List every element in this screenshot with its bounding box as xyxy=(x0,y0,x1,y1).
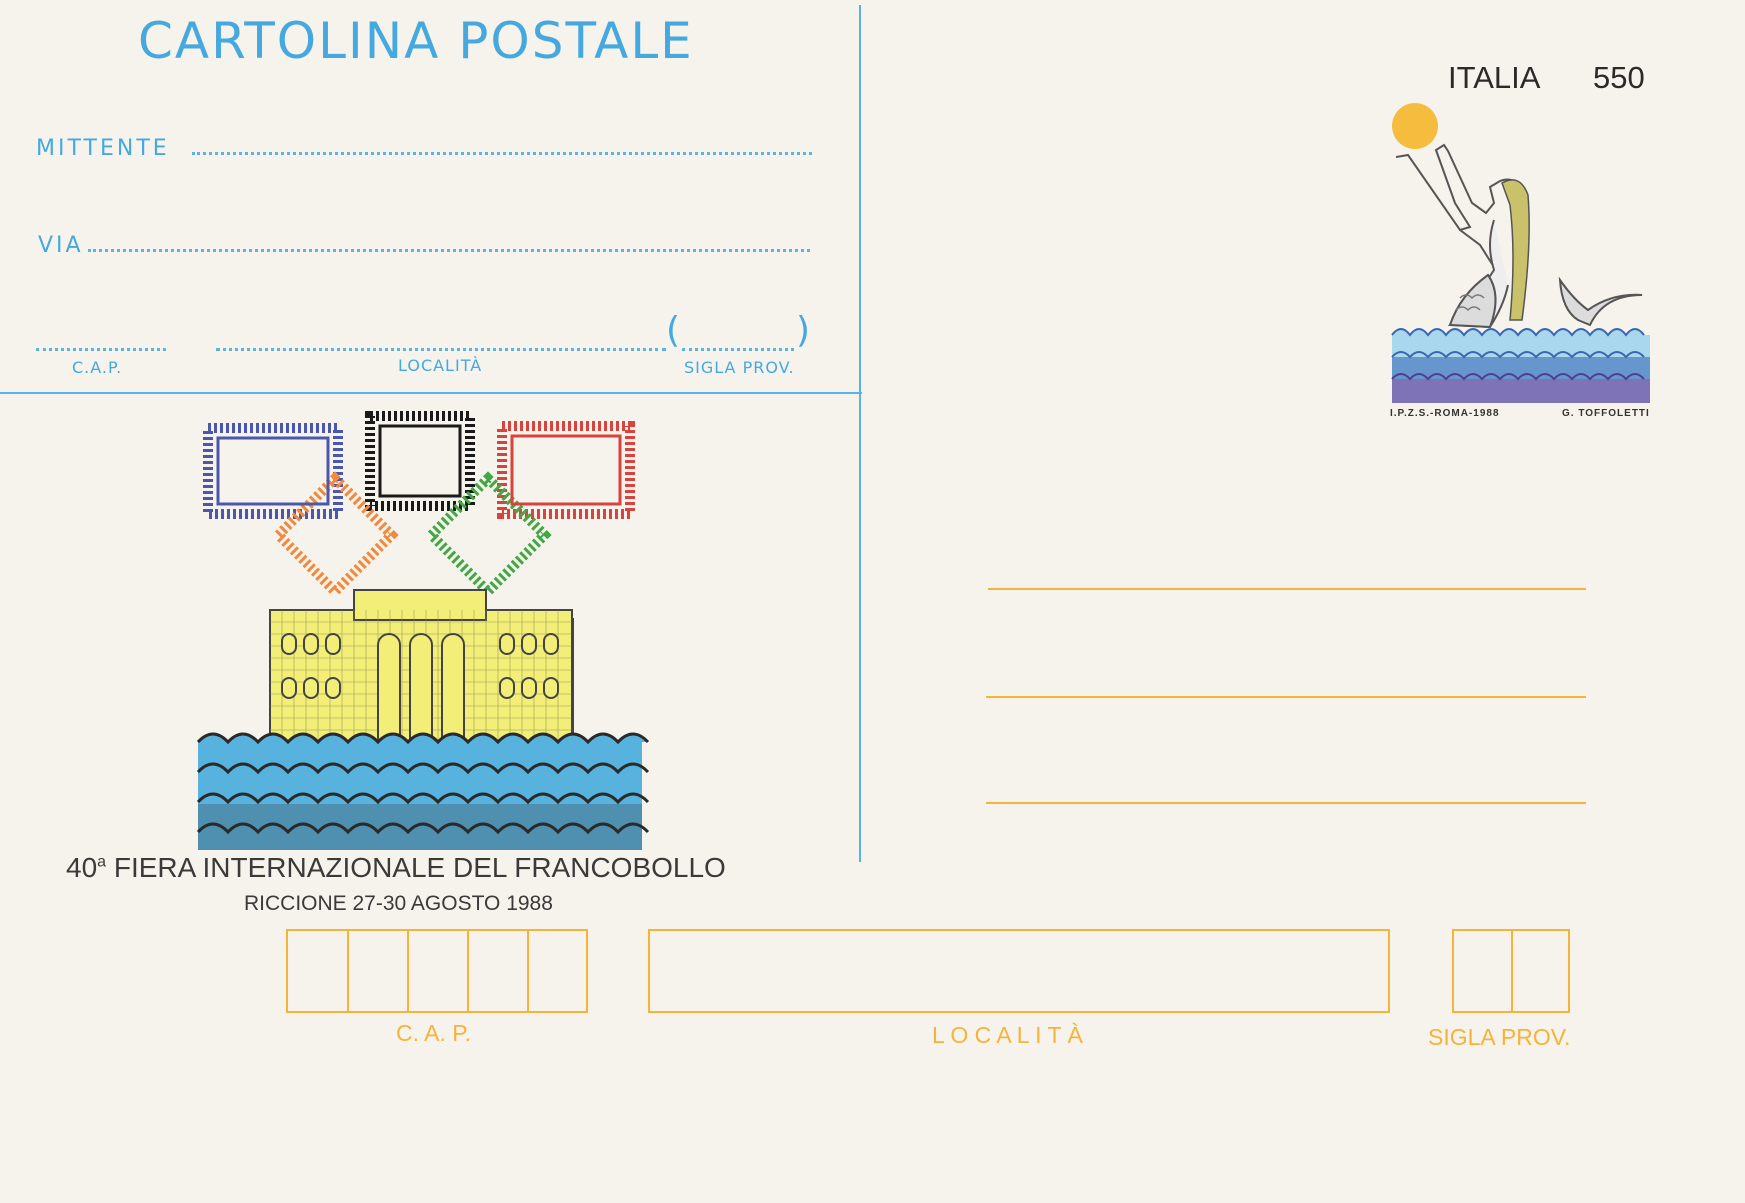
sender-cap-label: C.A.P. xyxy=(72,358,123,377)
mittente-label: MITTENTE xyxy=(36,136,170,161)
sigla-paren-open: ( xyxy=(666,310,681,351)
event-title-number: 40 xyxy=(66,852,98,883)
stamp-country: ITALIA xyxy=(1448,60,1541,95)
recipient-sigla-label: SIGLA PROV. xyxy=(1428,1024,1571,1050)
sigla-paren-close: ) xyxy=(796,310,811,351)
address-line-2[interactable] xyxy=(986,696,1586,698)
address-line-3[interactable] xyxy=(986,802,1586,804)
building-on-waves-icon xyxy=(196,589,650,850)
recipient-sigla-box[interactable] xyxy=(1452,929,1570,1013)
divider-vertical xyxy=(859,5,861,862)
recipient-cap-box[interactable] xyxy=(286,929,588,1013)
card-title: CARTOLINA POSTALE xyxy=(138,12,694,70)
event-title-rest: FIERA INTERNAZIONALE DEL FRANCOBOLLO xyxy=(106,852,726,883)
event-title-ordinal: a xyxy=(97,853,107,871)
recipient-localita-label: L O C A L I T À xyxy=(932,1022,1083,1048)
recipient-localita-box[interactable] xyxy=(648,929,1390,1013)
recipient-cap-label: C. A. P. xyxy=(396,1020,472,1046)
stamp-printer: I.P.Z.S.-ROMA-1988 xyxy=(1390,408,1500,419)
address-line-1[interactable] xyxy=(988,588,1586,590)
sender-sigla-label: SIGLA PROV. xyxy=(684,358,795,377)
stamp-value: 550 xyxy=(1593,60,1645,95)
via-field[interactable] xyxy=(88,249,810,252)
divider-horizontal xyxy=(0,392,862,394)
sender-localita-field[interactable] xyxy=(216,348,666,351)
sender-sigla-field[interactable] xyxy=(682,348,794,351)
stamp-artist: G. TOFFOLETTI xyxy=(1562,408,1650,419)
stamp-rings-logo-icon xyxy=(203,411,635,599)
mittente-field[interactable] xyxy=(192,152,812,155)
mermaid-with-sun-icon xyxy=(1391,103,1650,403)
sender-localita-label: LOCALITÀ xyxy=(398,356,483,375)
event-title: 40a FIERA INTERNAZIONALE DEL FRANCOBOLLO xyxy=(66,852,726,884)
via-label: VIA xyxy=(38,233,84,258)
event-subtitle: RICCIONE 27-30 AGOSTO 1988 xyxy=(244,892,553,915)
sender-cap-field[interactable] xyxy=(36,348,166,351)
